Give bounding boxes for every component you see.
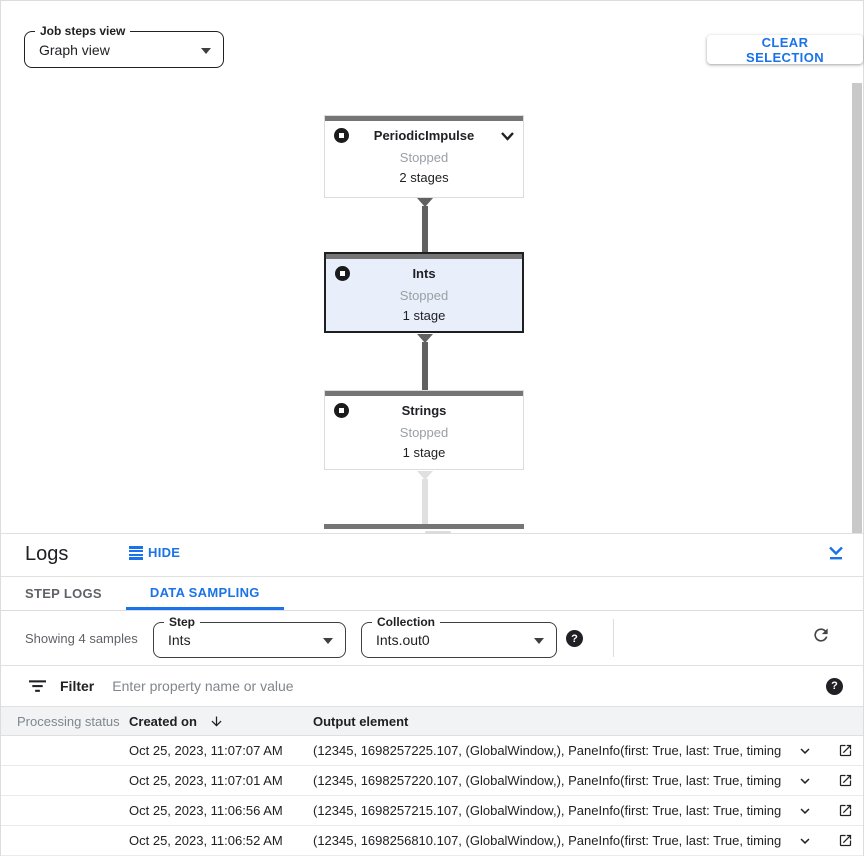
- sort-descending-icon: [211, 716, 222, 726]
- created-on-cell: Oct 25, 2023, 11:07:07 AM: [129, 743, 283, 758]
- edge-arrowhead: [417, 471, 433, 480]
- column-created-on[interactable]: Created on: [129, 714, 313, 729]
- step-select[interactable]: Step Ints: [153, 615, 346, 658]
- node-title: Ints: [412, 266, 436, 281]
- hide-logs-label: HIDE: [148, 545, 181, 561]
- edge-arrowhead: [417, 334, 433, 343]
- edge-arrowhead: [417, 198, 433, 207]
- panel-drag-handle[interactable]: [425, 531, 451, 535]
- node-stages: 1 stage: [402, 445, 446, 460]
- created-on-cell: Oct 25, 2023, 11:06:52 AM: [129, 833, 283, 848]
- filter-icon: [29, 680, 46, 692]
- help-icon[interactable]: ?: [826, 677, 843, 695]
- graph-node-ints[interactable]: Ints Stopped 1 stage: [324, 252, 524, 333]
- step-select-value: Ints: [168, 632, 191, 648]
- filter-bar: Filter ?: [1, 665, 863, 706]
- output-element-cell: (12345, 1698256810.107, (GlobalWindow,),…: [313, 833, 783, 848]
- table-row: Oct 25, 2023, 11:06:56 AM (12345, 169825…: [1, 796, 863, 826]
- open-in-new-button[interactable]: [827, 826, 863, 855]
- vertical-scrollbar[interactable]: [852, 83, 862, 533]
- tab-data-sampling[interactable]: DATA SAMPLING: [125, 577, 284, 610]
- graph-node-periodicimpulse[interactable]: PeriodicImpulse Stopped 2 stages: [324, 115, 524, 198]
- node-top-bar: [326, 254, 522, 259]
- node-stages: 2 stages: [399, 170, 449, 185]
- hide-logs-button[interactable]: HIDE: [129, 545, 180, 561]
- chevron-down-icon: [800, 777, 810, 784]
- clear-selection-button[interactable]: CLEAR SELECTION: [707, 35, 863, 65]
- edge-line: [422, 342, 428, 390]
- edge-line: [422, 479, 428, 524]
- open-in-new-button[interactable]: [827, 736, 863, 765]
- table-row: Oct 25, 2023, 11:07:07 AM (12345, 169825…: [1, 736, 863, 766]
- node-status: Stopped: [399, 150, 449, 165]
- tab-step-logs[interactable]: STEP LOGS: [25, 586, 102, 601]
- output-element-cell: (12345, 1698257220.107, (GlobalWindow,),…: [313, 773, 783, 788]
- output-element-cell: (12345, 1698257215.107, (GlobalWindow,),…: [313, 803, 783, 818]
- refresh-button[interactable]: [811, 625, 831, 648]
- job-steps-view-select[interactable]: Job steps view Graph view: [24, 24, 224, 68]
- logs-panel: Logs HIDE STEP LOGS DATA SAMPLING Showin…: [1, 534, 863, 856]
- sampling-controls: Showing 4 samples Step Ints Collection I…: [1, 611, 863, 665]
- node-status: Stopped: [399, 288, 449, 303]
- table-header-row: Processing status Created on Output elem…: [1, 706, 863, 736]
- node-status: Stopped: [399, 425, 449, 440]
- open-in-new-icon: [839, 774, 851, 787]
- collection-select-label: Collection: [372, 615, 441, 630]
- column-created-on-label: Created on: [129, 713, 197, 729]
- refresh-icon: [814, 628, 828, 642]
- collection-select[interactable]: Collection Ints.out0: [361, 615, 557, 658]
- node-top-bar: [325, 391, 523, 396]
- stopped-status-icon: [334, 128, 349, 143]
- sample-count-text: Showing 4 samples: [25, 631, 138, 646]
- list-lines-icon: [129, 545, 143, 561]
- open-in-new-button[interactable]: [827, 766, 863, 795]
- dropdown-arrow-icon: [201, 47, 211, 54]
- expand-row-button[interactable]: [783, 796, 827, 825]
- collapse-panel-button[interactable]: [826, 543, 846, 566]
- output-element-cell: (12345, 1698257225.107, (GlobalWindow,),…: [313, 743, 783, 758]
- expand-row-button[interactable]: [783, 826, 827, 855]
- table-row: Oct 25, 2023, 11:07:01 AM (12345, 169825…: [1, 766, 863, 796]
- open-in-new-icon: [839, 804, 851, 817]
- job-steps-view-label: Job steps view: [35, 24, 131, 39]
- stopped-status-icon: [334, 403, 349, 418]
- logs-tabs: STEP LOGS DATA SAMPLING: [1, 577, 863, 611]
- expand-row-button[interactable]: [783, 766, 827, 795]
- column-processing-status: Processing status: [17, 713, 120, 729]
- dropdown-arrow-icon: [534, 638, 544, 644]
- job-steps-view-value: Graph view: [39, 41, 110, 58]
- node-title: Strings: [401, 403, 447, 418]
- graph-node-strings[interactable]: Strings Stopped 1 stage: [324, 390, 524, 470]
- job-graph-canvas[interactable]: Job steps view Graph view CLEAR SELECTIO…: [1, 1, 863, 535]
- filter-label: Filter: [60, 678, 95, 694]
- expand-row-button[interactable]: [783, 736, 827, 765]
- chevron-down-icon: [800, 807, 810, 814]
- collection-select-value: Ints.out0: [376, 632, 430, 648]
- open-in-new-icon: [839, 834, 851, 847]
- step-select-label: Step: [164, 615, 201, 630]
- open-in-new-icon: [839, 744, 851, 757]
- node-top-bar: [325, 116, 523, 121]
- edge-line: [422, 206, 428, 252]
- collapse-chevron-icon: [829, 546, 843, 560]
- chevron-down-icon: [800, 837, 810, 844]
- graph-node-partial-top-bar: [324, 524, 524, 529]
- chevron-down-icon[interactable]: [500, 129, 515, 143]
- chevron-down-icon: [800, 747, 810, 754]
- stopped-status-icon: [335, 266, 350, 281]
- logs-header: Logs HIDE: [1, 534, 863, 577]
- node-stages: 1 stage: [402, 308, 446, 323]
- vertical-divider: [613, 619, 614, 657]
- open-in-new-button[interactable]: [827, 796, 863, 825]
- help-icon[interactable]: ?: [566, 630, 583, 647]
- created-on-cell: Oct 25, 2023, 11:07:01 AM: [129, 773, 283, 788]
- column-output-element: Output element: [313, 713, 409, 729]
- created-on-cell: Oct 25, 2023, 11:06:56 AM: [129, 803, 283, 818]
- table-row: Oct 25, 2023, 11:06:52 AM (12345, 169825…: [1, 826, 863, 856]
- dropdown-arrow-icon: [323, 638, 333, 644]
- logs-panel-title: Logs: [25, 543, 69, 565]
- node-title: PeriodicImpulse: [373, 128, 475, 143]
- filter-input[interactable]: [112, 678, 826, 694]
